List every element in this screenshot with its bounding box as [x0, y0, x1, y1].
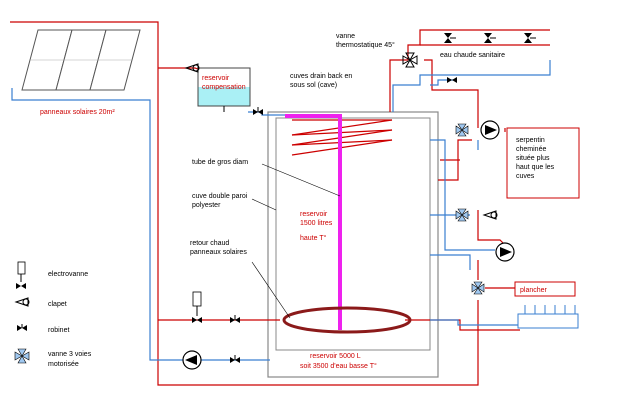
label-hot-water: eau chaude sanitaire [440, 52, 505, 59]
legend-clapet-symbol [14, 297, 30, 307]
check-valve-right [482, 210, 498, 220]
label-serpentin-5: cuves [516, 173, 535, 180]
tap-top [253, 107, 263, 115]
label-big-res-2: soit 3500 d'eau basse T° [300, 362, 377, 370]
tap-bottom-1 [230, 315, 240, 323]
label-double-wall-2: polyester [192, 202, 221, 209]
thermo-valve [402, 52, 418, 68]
legend-vanne3-symbol [14, 348, 30, 364]
inner-tank [275, 117, 431, 351]
label-drainback-1: cuves drain back en [290, 73, 352, 80]
label-comp-res-2: compensation [202, 84, 246, 91]
cold-pipes [11, 60, 551, 361]
label-serpentin-4: haut que les [516, 164, 555, 171]
label-drainback-2: sous sol (cave) [290, 82, 337, 89]
three-way-valve-2 [455, 208, 469, 222]
label-comp-res-1: reservoir [202, 75, 230, 82]
label-valve-thermo-2: thermostatique 45° [336, 41, 395, 49]
serpentin-box [506, 127, 580, 199]
tap-bottom-2 [230, 355, 240, 363]
label-hot-return-2: panneaux solaires [190, 249, 247, 256]
electrovanne-bottom [192, 291, 202, 323]
pump-floor [495, 242, 515, 262]
tap-hot-water [447, 77, 457, 83]
floor-comb [517, 305, 579, 329]
label-serpentin-1: serpentin [516, 137, 545, 144]
three-way-valve-3 [471, 281, 485, 295]
check-valve-top [184, 63, 200, 73]
label-double-wall-1: cuve double paroi [192, 193, 248, 200]
pump-chimney [480, 120, 500, 140]
sanitary-taps [444, 33, 536, 43]
outer-tank [267, 111, 439, 378]
legend-robinet-symbol [17, 324, 27, 331]
legend-robinet-text: robinet [48, 327, 69, 334]
floor-box [514, 281, 576, 297]
legend-vanne3-text-1: vanne 3 voies [48, 351, 92, 358]
label-valve-thermo-1: vanne [336, 33, 355, 40]
label-serpentin-2: cheminée [516, 146, 546, 153]
label-hot-return-1: retour chaud [190, 240, 229, 247]
legend-clapet-text: clapet [48, 301, 67, 308]
three-way-valve-1 [455, 123, 469, 137]
label-big-res-1: reservoir 5000 L [310, 353, 361, 360]
legend-vanne3-text-2: motorisée [48, 361, 79, 368]
label-reservoir-2: 1500 litres [300, 220, 333, 227]
big-tube [285, 114, 342, 330]
label-reservoir-3: haute T° [300, 234, 327, 242]
pump-bottom [182, 350, 202, 370]
legend-electrovanne-text: electrovanne [48, 271, 88, 278]
annotation-arrows [251, 163, 341, 319]
solar-panels [21, 29, 141, 91]
label-reservoir-1: reservoir [300, 211, 328, 218]
label-serpentin-3: située plus [516, 155, 550, 162]
label-tube: tube de gros diam [192, 159, 248, 166]
legend-electrovanne-symbol [16, 261, 26, 289]
label-solar-panels: panneaux solaires 20m² [40, 109, 115, 116]
compensation-reservoir [197, 67, 251, 112]
return-ring [282, 306, 412, 334]
label-floor: plancher [520, 287, 548, 294]
